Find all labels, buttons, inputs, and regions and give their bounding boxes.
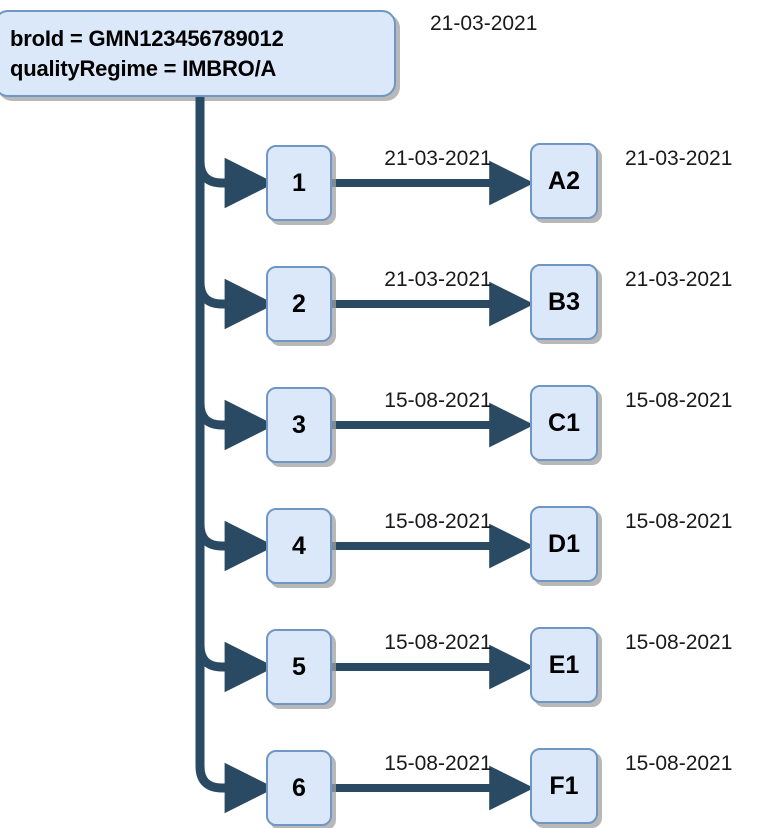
row-date-B3: 21-03-2021 [625, 268, 733, 291]
row-date-C1: 15-08-2021 [625, 389, 733, 412]
node-box-target-D1[interactable]: D1 [530, 506, 598, 582]
node-box-source-1[interactable]: 1 [266, 145, 332, 221]
root-node-date: 21-03-2021 [430, 12, 538, 35]
node-box-target-E1[interactable]: E1 [530, 627, 598, 703]
edge-label-2-to-B3: 21-03-2021 [384, 268, 492, 291]
root-node-box[interactable]: broId = GMN123456789012 qualityRegime = … [0, 10, 396, 97]
edge-label-1-to-A2: 21-03-2021 [384, 147, 492, 170]
row-date-F1: 15-08-2021 [625, 752, 733, 775]
node-box-source-3[interactable]: 3 [266, 387, 332, 463]
edge-label-3-to-C1: 15-08-2021 [384, 389, 492, 412]
node-box-source-4[interactable]: 4 [266, 508, 332, 584]
edge-label-5-to-E1: 15-08-2021 [384, 631, 492, 654]
node-box-source-2[interactable]: 2 [266, 266, 332, 342]
root-node-line-qualityregime: qualityRegime = IMBRO/A [10, 55, 277, 81]
node-box-target-F1[interactable]: F1 [530, 748, 598, 824]
row-date-D1: 15-08-2021 [625, 510, 733, 533]
row-date-A2: 21-03-2021 [625, 147, 733, 170]
node-box-source-6[interactable]: 6 [266, 750, 332, 826]
root-node-line-broid: broId = GMN123456789012 [10, 25, 284, 51]
node-box-target-B3[interactable]: B3 [530, 264, 598, 340]
edge-label-6-to-F1: 15-08-2021 [384, 752, 492, 775]
node-box-target-C1[interactable]: C1 [530, 385, 598, 461]
node-box-source-5[interactable]: 5 [266, 629, 332, 705]
row-date-E1: 15-08-2021 [625, 631, 733, 654]
node-box-target-A2[interactable]: A2 [530, 143, 598, 219]
edge-label-4-to-D1: 15-08-2021 [384, 510, 492, 533]
